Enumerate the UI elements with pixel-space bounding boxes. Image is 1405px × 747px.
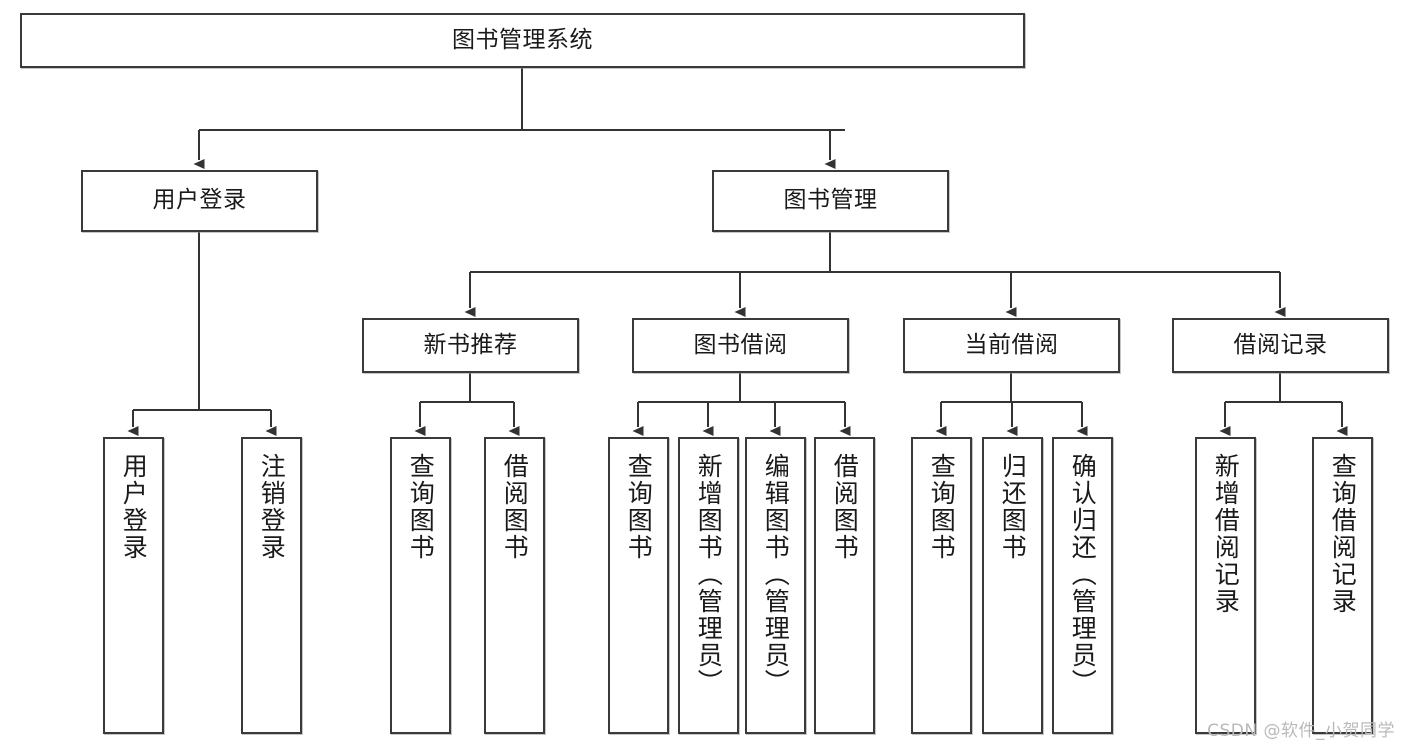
node-leaf-add-book[interactable]: 新增图书（管理员） [678,437,739,734]
node-leaf-query-book-3-label: 查询图书 [927,453,957,561]
node-leaf-query-record-label: 查询借阅记录 [1328,453,1358,615]
node-leaf-borrow-book-2-label: 借阅图书 [830,453,860,561]
node-user-login[interactable]: 用户登录 [81,170,318,232]
node-root-label: 图书管理系统 [452,26,593,53]
node-book-manage-label: 图书管理 [783,187,878,214]
node-leaf-borrow-book-1-label: 借阅图书 [500,453,530,561]
node-leaf-add-record-label: 新增借阅记录 [1211,453,1241,615]
node-leaf-user-login[interactable]: 用户登录 [103,437,164,734]
csdn-watermark: CSDN @软件_小贺同学 [1207,721,1395,741]
node-book-borrow-label: 图书借阅 [693,331,788,358]
node-leaf-logout-label: 注销登录 [257,453,287,561]
node-leaf-confirm-return[interactable]: 确认归还（管理员） [1052,437,1113,734]
node-leaf-query-book-1[interactable]: 查询图书 [390,437,451,734]
node-leaf-query-book-2[interactable]: 查询图书 [608,437,669,734]
node-new-book-recommend[interactable]: 新书推荐 [362,318,579,373]
node-root[interactable]: 图书管理系统 [20,13,1025,68]
node-borrow-record-label: 借阅记录 [1233,331,1328,358]
node-user-login-label: 用户登录 [152,187,247,214]
node-leaf-return-book-label: 归还图书 [998,453,1028,561]
node-borrow-record[interactable]: 借阅记录 [1172,318,1389,373]
node-leaf-query-book-1-label: 查询图书 [406,453,436,561]
node-leaf-borrow-book-2[interactable]: 借阅图书 [814,437,875,734]
node-leaf-add-record[interactable]: 新增借阅记录 [1195,437,1256,734]
node-new-book-recommend-label: 新书推荐 [423,331,518,358]
node-leaf-query-record[interactable]: 查询借阅记录 [1312,437,1373,734]
node-leaf-user-login-label: 用户登录 [119,453,149,561]
node-leaf-confirm-return-label: 确认归还（管理员） [1068,453,1098,696]
node-book-borrow[interactable]: 图书借阅 [632,318,849,373]
node-book-manage[interactable]: 图书管理 [712,170,949,232]
node-leaf-return-book[interactable]: 归还图书 [982,437,1043,734]
node-leaf-query-book-3[interactable]: 查询图书 [911,437,972,734]
node-leaf-edit-book[interactable]: 编辑图书（管理员） [745,437,806,734]
node-current-borrow-label: 当前借阅 [964,331,1059,358]
node-leaf-add-book-label: 新增图书（管理员） [694,453,724,696]
node-leaf-borrow-book-1[interactable]: 借阅图书 [484,437,545,734]
node-current-borrow[interactable]: 当前借阅 [903,318,1120,373]
node-leaf-query-book-2-label: 查询图书 [624,453,654,561]
node-leaf-edit-book-label: 编辑图书（管理员） [761,453,791,696]
node-leaf-logout[interactable]: 注销登录 [241,437,302,734]
